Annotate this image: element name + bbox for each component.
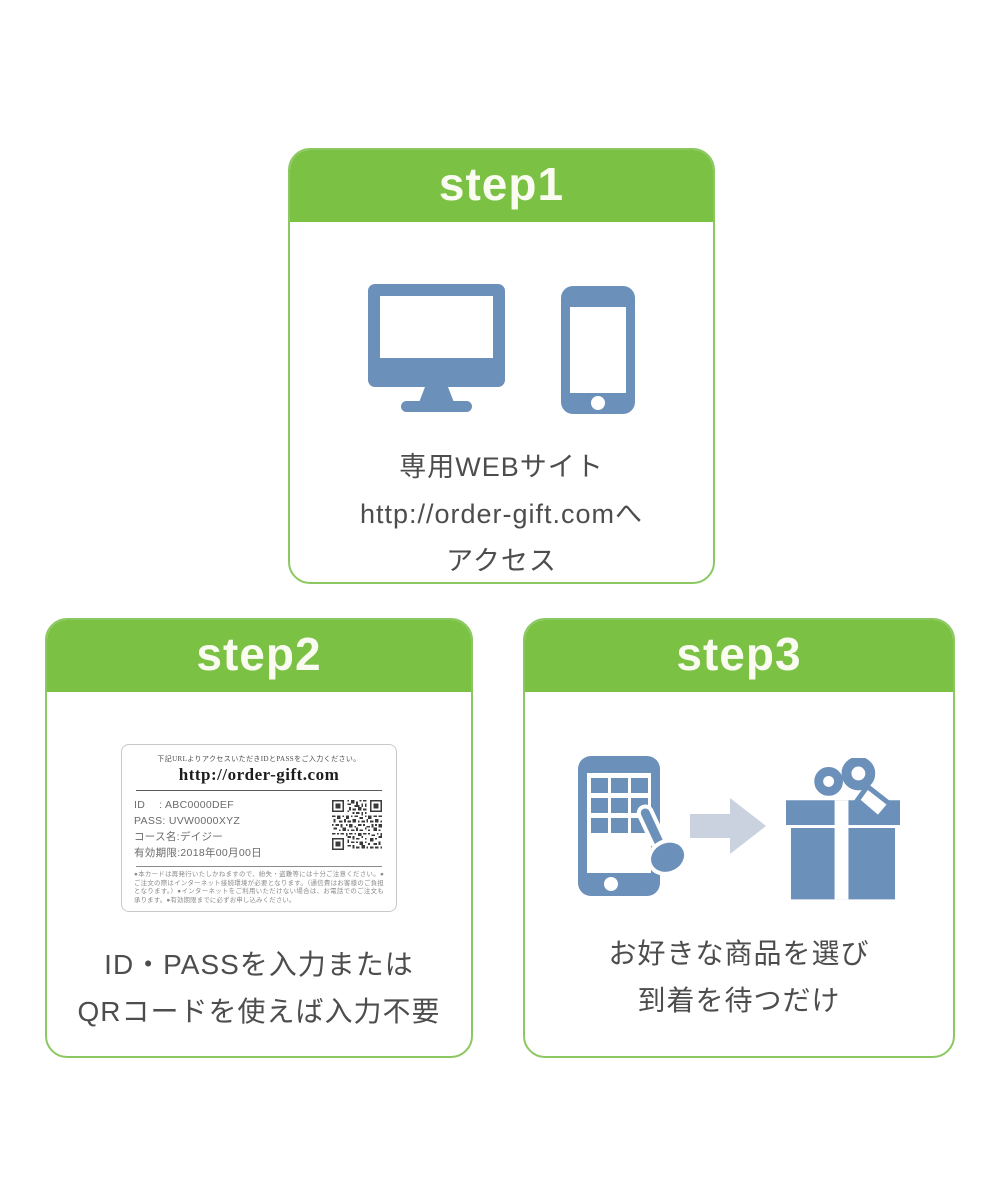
id-card-instruction: 下記URLよりアクセスいただきIDとPASSをご入力ください。: [157, 755, 361, 763]
step2-caption-line2: QRコードを使えば入力不要: [77, 996, 441, 1027]
id-card-divider-top: [136, 790, 382, 791]
step3-caption-line2: 到着を待つだけ: [637, 985, 841, 1016]
step1-device-icons: [368, 284, 635, 414]
step2-title: step2: [196, 628, 322, 680]
monitor-icon: [368, 284, 505, 412]
smartphone-icon: [561, 286, 635, 414]
step3-header: step3: [525, 620, 953, 692]
course-field: コース名:デイジー: [134, 831, 224, 843]
expiry-field: 有効期限:2018年00月00日: [134, 847, 262, 859]
step1-caption-line1: 専用WEBサイト: [399, 452, 604, 482]
step3-caption: お好きな商品を選び 到着を待つだけ: [608, 930, 869, 1024]
step3-card: step3: [523, 618, 955, 1058]
step2-card: step2 下記URLよりアクセスいただきIDとPASSをご入力ください。 ht…: [45, 618, 473, 1058]
pass-field: PASS: UVW0000XYZ: [134, 815, 241, 827]
id-card-url: http://order-gift.com: [178, 765, 340, 784]
step1-caption-line2: http://order-gift.comへ: [359, 499, 644, 529]
id-card-terms: ●本カードは再発行いたしかねますので、紛失・盗難等には十分ご注意ください。●ご注…: [134, 871, 384, 904]
hand-pointer-icon: [636, 804, 689, 876]
qr-code-icon: [332, 800, 382, 850]
step2-caption-line1: ID・PASSを入力または: [104, 949, 414, 980]
step1-header: step1: [290, 150, 713, 222]
arrow-right-icon: [690, 797, 766, 854]
id-pass-card: 下記URLよりアクセスいただきIDとPASSをご入力ください。 http://o…: [121, 744, 397, 912]
step1-title: step1: [438, 158, 565, 210]
step3-flow-icons: [578, 756, 900, 901]
id-field: ID : ABC0000DEF: [134, 799, 234, 811]
step3-title: step3: [676, 628, 802, 680]
gift-box-icon: [786, 757, 900, 899]
step2-header: step2: [47, 620, 471, 692]
step2-caption: ID・PASSを入力または QRコードを使えば入力不要: [77, 941, 440, 1035]
id-card-fields: ID : ABC0000DEF PASS: UVW0000XYZ コース名:デイ…: [134, 797, 262, 861]
step1-caption: 専用WEBサイト http://order-gift.comへ アクセス: [359, 444, 644, 582]
app-phone-tap-icon: [578, 756, 689, 896]
id-card-divider-bottom: [136, 866, 382, 867]
step1-caption-line3: アクセス: [446, 546, 557, 576]
step3-caption-line1: お好きな商品を選び: [608, 938, 870, 969]
step1-card: step1 専用WEBサイト http://order-gift.comへ アク…: [288, 148, 715, 584]
